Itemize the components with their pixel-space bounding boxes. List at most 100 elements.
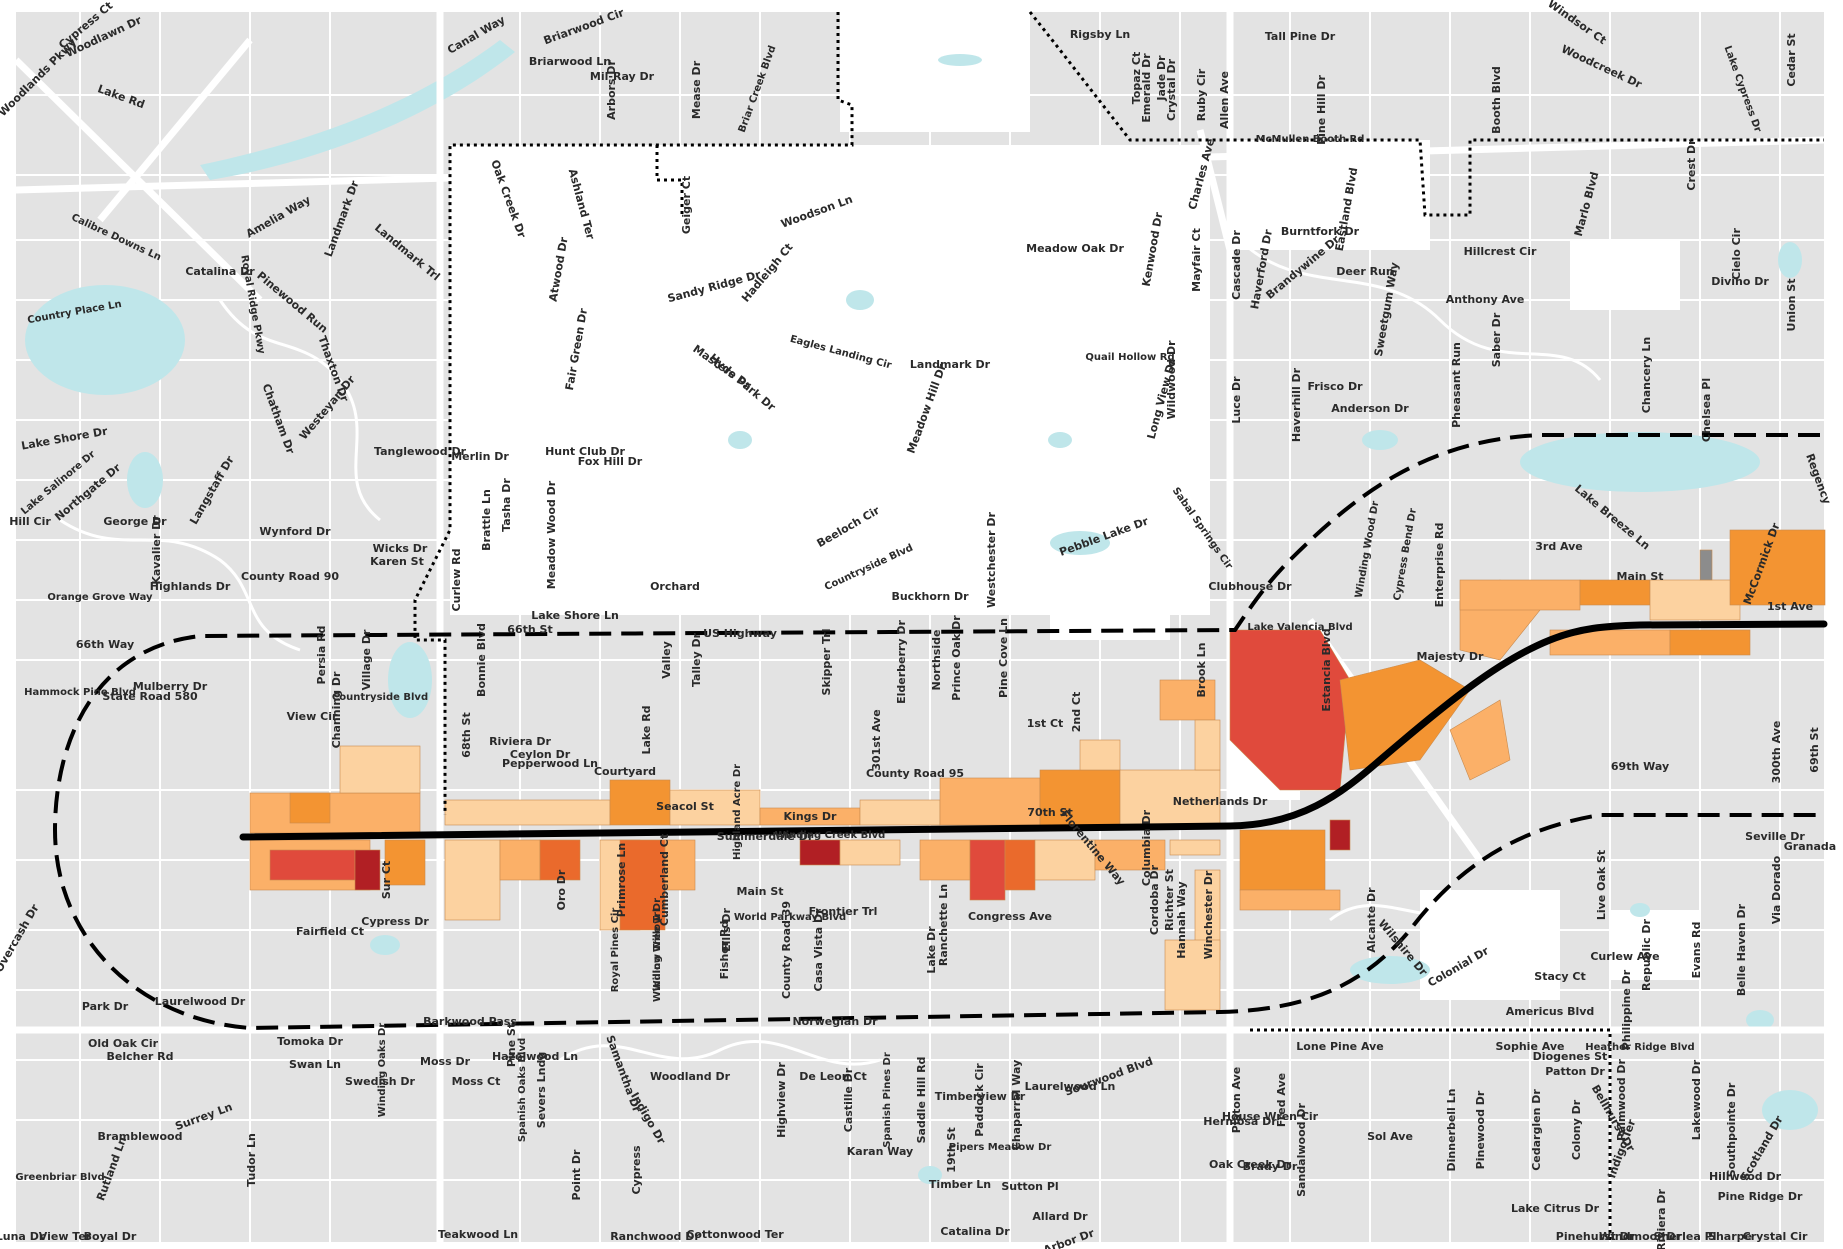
street-label: Buckhorn Dr — [891, 590, 969, 603]
street-label: Rigsby Ln — [1070, 28, 1130, 41]
parcel — [1159, 679, 1216, 721]
parcel — [444, 839, 501, 921]
street-label: Moss Dr — [420, 1055, 471, 1068]
street-label: Sherlea Pl — [1654, 1230, 1717, 1243]
street-label: Casa Vista Dr — [812, 908, 825, 992]
street-label: Curlew Rd — [450, 549, 463, 612]
street-label: 301st Ave — [870, 709, 883, 770]
street-label: Colony Dr — [1570, 1099, 1583, 1160]
street-label: Tall Pine Dr — [1265, 30, 1336, 43]
street-label: Catalina Dr — [940, 1225, 1010, 1238]
community-boundary-west — [413, 12, 854, 815]
parcel — [1119, 769, 1221, 826]
parcel — [1579, 579, 1651, 606]
major-roads — [13, 12, 1825, 1242]
street-label: Park Dr — [82, 1000, 129, 1013]
lake-golf-1 — [846, 290, 874, 310]
street-label: Clubhouse Dr — [1208, 580, 1292, 593]
parcel — [1449, 699, 1511, 781]
street-label: Swan Ln — [289, 1058, 341, 1071]
street-label: Karen St — [370, 555, 424, 568]
street-label: Catalina Dr — [185, 265, 255, 278]
street-label: Cypress — [630, 1145, 643, 1195]
street-label: Tomoka Dr — [277, 1035, 343, 1048]
street-label: Orchard — [650, 580, 700, 593]
street-label: Luna Dr — [0, 1230, 45, 1243]
street-label: Allen Ave — [1218, 71, 1231, 129]
street-label: Anthony Ave — [1446, 293, 1525, 306]
lake-pebble — [1050, 531, 1110, 555]
street-label: Severs Lndg — [535, 1052, 548, 1128]
street-label: Cordoba Dr — [1148, 864, 1161, 935]
parcel — [539, 839, 581, 881]
parcel — [939, 777, 1041, 826]
street-label: County Road 95 — [866, 767, 964, 780]
street-label: Prince Oak Dr — [950, 615, 963, 701]
street-label: Belle Haven Dr — [1735, 903, 1748, 996]
street-label: Pinewood Dr — [1474, 1090, 1487, 1169]
street-label: Greenbriar Blvd — [15, 1172, 104, 1183]
street-label: Highland Acre Dr — [732, 764, 743, 860]
parcel — [444, 799, 611, 826]
street-label: Fisher Rd — [718, 921, 731, 980]
parcel — [859, 799, 941, 826]
street-label: Fairfield Ct — [296, 925, 364, 938]
street-label: Majesty Dr — [1417, 650, 1485, 663]
street-label: Northside — [930, 630, 943, 691]
street-label: County Road 39 — [780, 901, 793, 999]
street-label: Deer Run — [1336, 265, 1393, 278]
community-boundary-notch — [655, 145, 684, 215]
street-label: Chancery Ln — [1640, 337, 1653, 413]
street-label: Bonnie Blvd — [475, 623, 488, 697]
lake-golf-2 — [728, 431, 752, 449]
street-label: Wicks Dr — [373, 542, 428, 555]
street-label: Countryside Blvd — [332, 692, 428, 703]
street-label: Alcante Dr — [1365, 887, 1378, 953]
parcel-overlay — [249, 529, 1826, 1011]
street-label: Bramblewood — [98, 1130, 183, 1143]
street-label: Sutton Pl — [1001, 1180, 1058, 1193]
street-label: Allard Dr — [1032, 1210, 1088, 1223]
street-label: Dinnerbell Ln — [1445, 1089, 1458, 1172]
parcel — [354, 849, 381, 891]
street-label: Hannah Way — [1175, 881, 1188, 958]
street-label: George Dr — [103, 515, 167, 528]
lake-se-small — [1630, 903, 1650, 917]
street-label: Kavalier Dr — [150, 515, 163, 585]
street-label: Lake Shore Ln — [531, 609, 619, 622]
community-boundary-north — [1028, 11, 1824, 217]
street-label: Point Dr — [570, 1149, 583, 1200]
street-label: Pine Hill Dr — [1315, 74, 1328, 144]
street-label: Channing Dr — [330, 671, 343, 748]
street-label: View Ter — [39, 1230, 92, 1243]
street-label: Hammock Pine Blvd — [24, 687, 136, 698]
street-label: Evans Rd — [1690, 922, 1703, 979]
street-label: Laurelwood Dr — [155, 995, 246, 1008]
street-label: Heather Ridge Blvd — [1585, 1042, 1694, 1053]
parcel — [1079, 739, 1121, 771]
parcel — [269, 849, 356, 881]
street-label: Sandalwood Dr — [1295, 1103, 1308, 1197]
street-label: Cumberland Ct — [658, 834, 671, 926]
street-label: Divino Dr — [1711, 275, 1769, 288]
parcel — [1329, 819, 1351, 851]
street-label: Fred Ave — [1275, 1073, 1288, 1127]
street-label: Pepperwood Ln — [502, 757, 598, 770]
street-label: Skipper Trl — [820, 629, 833, 696]
study-area-boundary — [52, 433, 1820, 1031]
parcel — [839, 839, 901, 866]
street-label: Orange Grove Way — [47, 592, 153, 603]
street-label: Main St — [1617, 570, 1664, 583]
street-label: Sur Ct — [380, 861, 393, 899]
street-label: Philippine Dr — [1620, 969, 1633, 1050]
street-label: Teakwood Ln — [438, 1228, 518, 1241]
street-label: 68th St — [460, 712, 473, 757]
lake-northwest — [25, 285, 185, 395]
street-label: Spanish Oaks Blvd — [517, 1038, 528, 1142]
street-label: US Highway — [703, 627, 777, 640]
street-label: Saber Dr — [1490, 312, 1503, 367]
street-label: Mulberry Dr — [133, 680, 208, 693]
street-label: Hermosa Dr — [1203, 1115, 1277, 1128]
